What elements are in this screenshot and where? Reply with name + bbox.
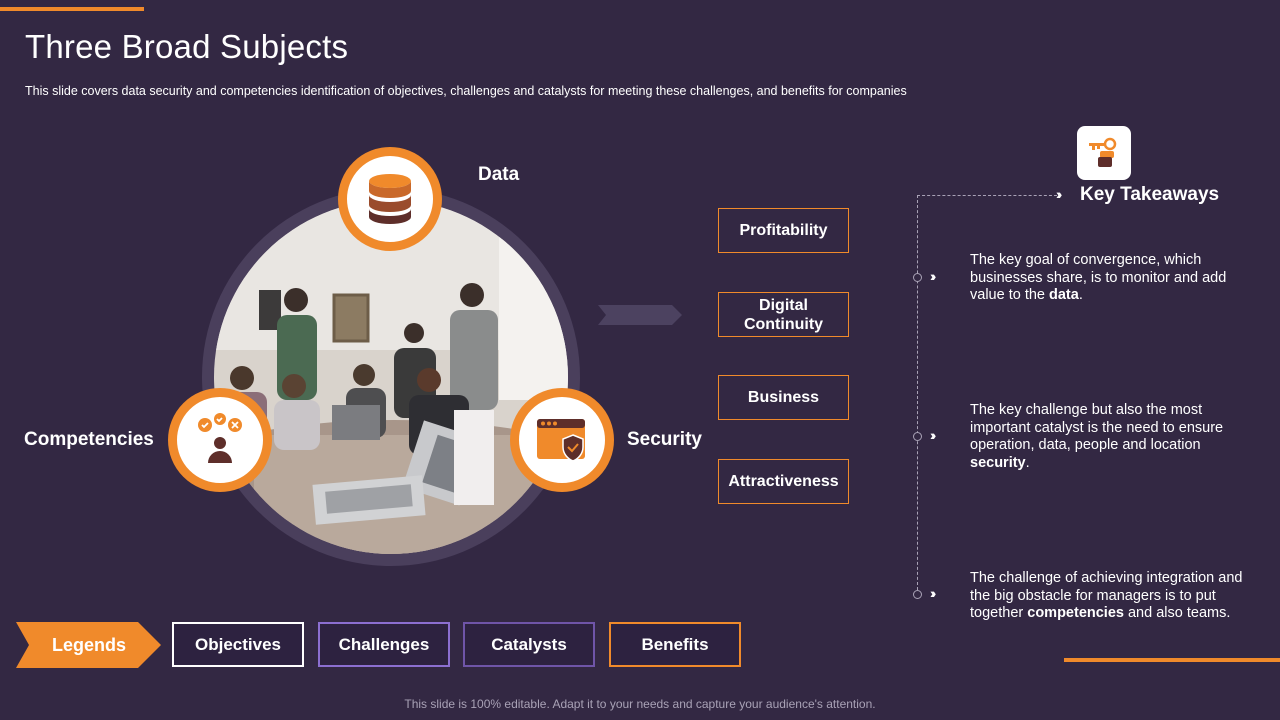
subject-label-competencies: Competencies bbox=[24, 429, 154, 450]
competencies-icon-circle bbox=[168, 388, 272, 492]
team-objectives-icon bbox=[198, 413, 242, 463]
database-icon bbox=[369, 174, 411, 224]
timeline-dot bbox=[913, 273, 922, 282]
page-title: Three Broad Subjects bbox=[25, 28, 349, 65]
category-attractiveness: Attractiveness bbox=[718, 459, 849, 504]
security-icon-circle bbox=[510, 388, 614, 492]
timeline-line-top bbox=[917, 195, 1057, 196]
legend-tag: Legends bbox=[16, 622, 162, 673]
takeaway-item-1: The key goal of convergence, which busin… bbox=[970, 252, 1227, 303]
accent-bar-bottom bbox=[1064, 658, 1280, 662]
category-business: Business bbox=[718, 375, 849, 420]
legend-catalysts: Catalysts bbox=[463, 622, 595, 667]
timeline-dot bbox=[913, 590, 922, 599]
chevron-right-icon: ›› bbox=[930, 585, 937, 601]
legend-objectives: Objectives bbox=[172, 622, 304, 667]
category-profitability: Profitability bbox=[718, 208, 849, 253]
legend-label: Legends bbox=[51, 634, 126, 655]
takeaway-item-2: The key challenge but also the most impo… bbox=[970, 402, 1224, 471]
subject-label-security: Security bbox=[627, 429, 702, 450]
legend-benefits: Benefits bbox=[609, 622, 741, 667]
footer-note: This slide is 100% editable. Adapt it to… bbox=[404, 697, 876, 711]
category-digital-continuity: Digital Continuity bbox=[718, 292, 849, 337]
chevron-right-icon: ›› bbox=[1056, 186, 1063, 202]
timeline-dot bbox=[913, 432, 922, 441]
chevron-right-icon: ›› bbox=[930, 268, 937, 284]
accent-bar-top bbox=[0, 7, 144, 11]
key-takeaway-icon bbox=[1077, 126, 1131, 180]
takeaway-item-3: The challenge of achieving integration a… bbox=[970, 570, 1243, 621]
timeline-line bbox=[917, 195, 918, 595]
subject-label-data: Data bbox=[478, 164, 520, 185]
team-photo bbox=[214, 200, 568, 554]
page-subtitle: This slide covers data security and comp… bbox=[25, 84, 907, 98]
arrow-right-icon bbox=[598, 305, 682, 330]
key-takeaways-heading: Key Takeaways bbox=[1080, 184, 1220, 205]
secure-browser-icon bbox=[537, 419, 585, 462]
data-icon-circle bbox=[338, 147, 442, 251]
legend-challenges: Challenges bbox=[318, 622, 450, 667]
chevron-right-icon: ›› bbox=[930, 427, 937, 443]
